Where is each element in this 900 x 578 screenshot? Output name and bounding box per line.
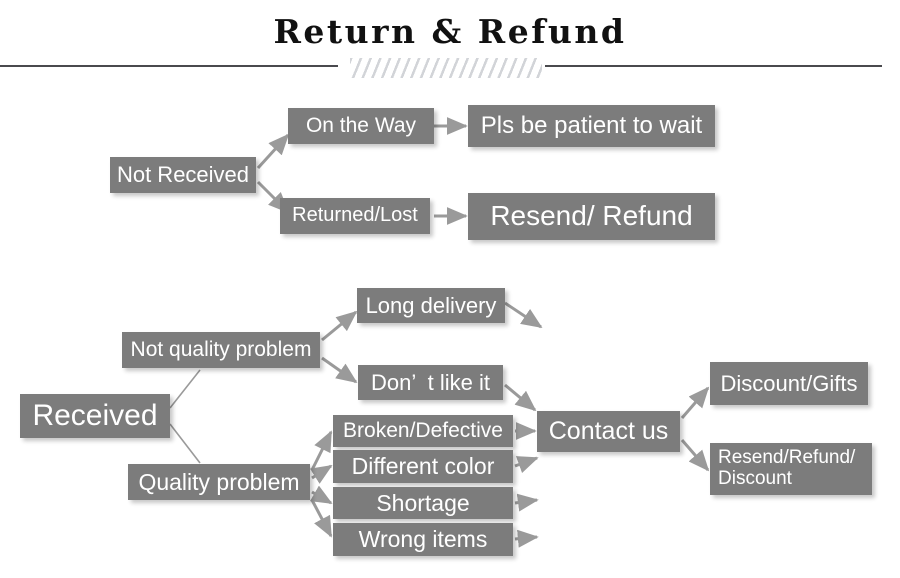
line-received-to-quality-problem [169, 423, 201, 464]
node-dont-like-it[interactable]: Don’ t like it [358, 365, 503, 400]
node-resend-refund[interactable]: Resend/ Refund [468, 193, 715, 240]
arrow-not-received-to-on-the-way [256, 133, 290, 170]
arrow-contact-us-to-discount-gifts [680, 386, 710, 419]
divider-line-right [545, 65, 882, 67]
node-different-color[interactable]: Different color [333, 450, 513, 483]
node-broken-defective[interactable]: Broken/Defective [333, 415, 513, 447]
node-not-received[interactable]: Not Received [110, 157, 256, 193]
node-not-quality-problem[interactable]: Not quality problem [122, 332, 320, 368]
line-received-to-not-quality-problem [169, 369, 201, 409]
node-on-the-way[interactable]: On the Way [288, 108, 434, 144]
node-contact-us[interactable]: Contact us [537, 411, 680, 452]
arrow-dont-like-it-to-contact-us [504, 383, 537, 412]
node-discount-gifts[interactable]: Discount/Gifts [710, 362, 868, 405]
divider-line-left [0, 65, 338, 67]
arrow-quality-to-broken-defective [310, 430, 333, 471]
page-title: Return & Refund [273, 12, 627, 51]
node-quality-problem[interactable]: Quality problem [128, 464, 310, 500]
node-received[interactable]: Received [20, 394, 170, 438]
node-resend-refund-discount[interactable]: Resend/Refund/ Discount [710, 443, 872, 495]
arrow-long-delivery-outgoing [504, 301, 543, 329]
node-wrong-items[interactable]: Wrong items [333, 523, 513, 556]
node-shortage[interactable]: Shortage [333, 487, 513, 519]
diagonal-hatch-ornament-icon [350, 58, 542, 78]
arrow-not-quality-to-long-delivery [321, 310, 358, 342]
arrow-contact-us-to-resend-refund-discount [680, 439, 710, 472]
node-long-delivery[interactable]: Long delivery [357, 288, 505, 323]
arrow-quality-to-shortage [309, 485, 333, 505]
arrow-not-quality-to-dont-like-it [321, 356, 358, 384]
node-pls-be-patient-to-wait[interactable]: Pls be patient to wait [468, 105, 715, 147]
arrow-shortage-to-contact-us [514, 493, 539, 512]
arrow-quality-to-different-color [309, 464, 333, 484]
arrow-different-color-to-contact-us [514, 456, 539, 474]
arrow-quality-to-wrong-items [310, 499, 333, 538]
node-returned-lost[interactable]: Returned/Lost [280, 198, 430, 234]
arrow-wrong-items-to-contact-us [514, 529, 539, 548]
